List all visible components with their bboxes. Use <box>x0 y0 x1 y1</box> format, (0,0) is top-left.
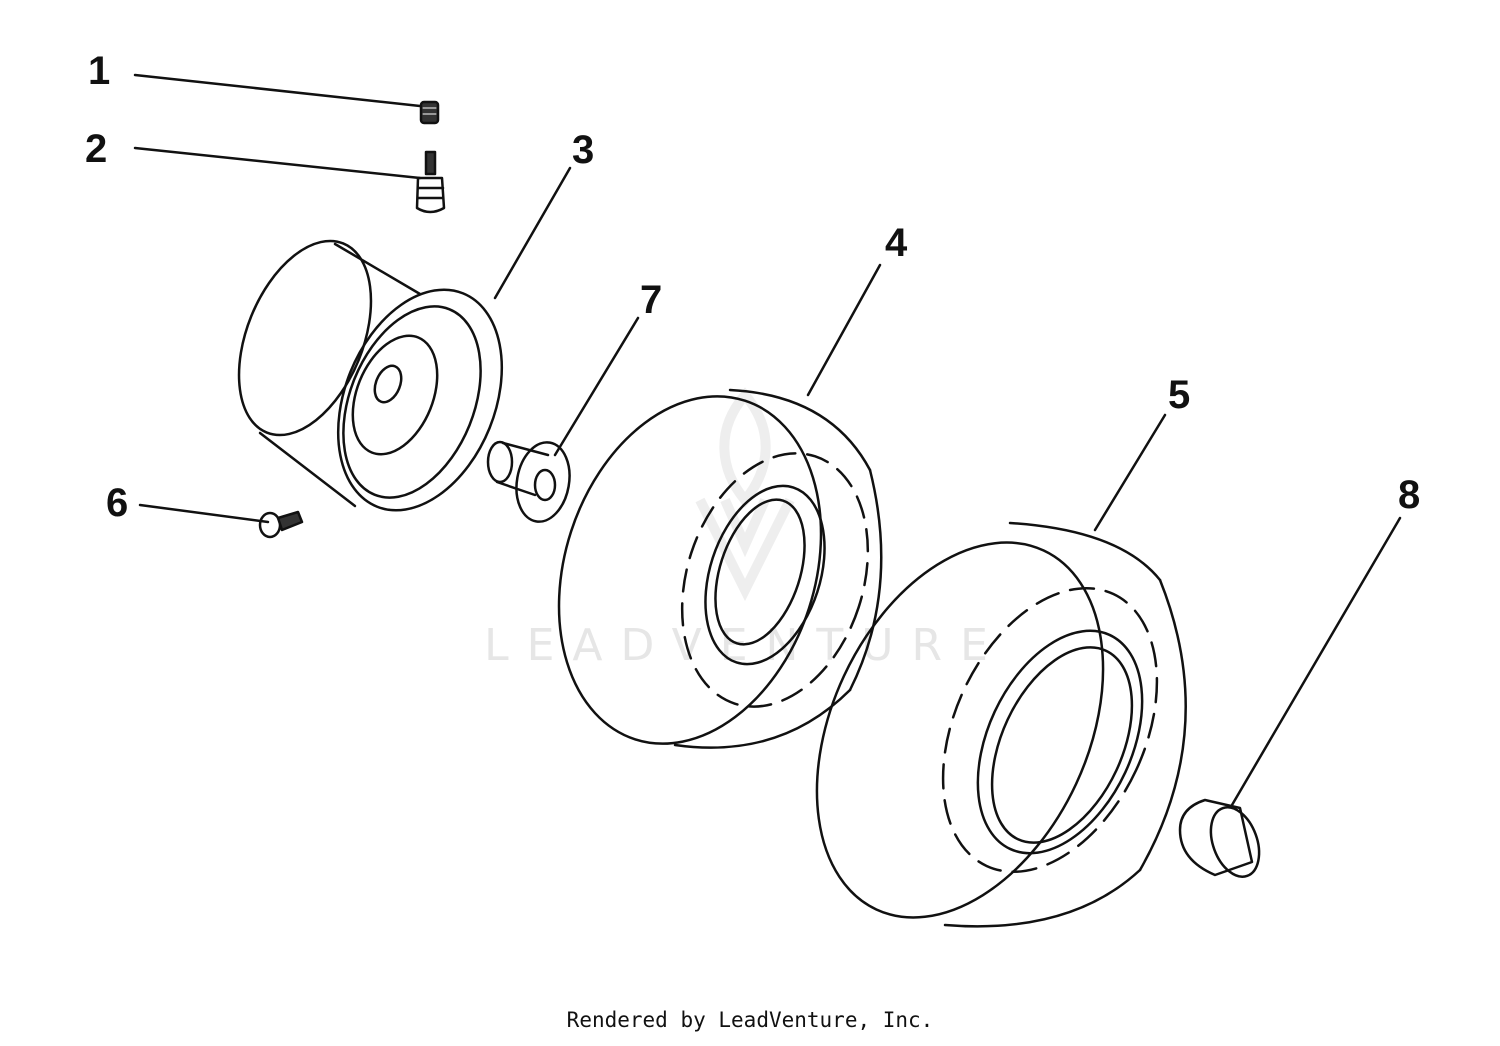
callout-6-label: 6 <box>106 481 128 525</box>
wheel-rim-part[interactable] <box>213 222 533 535</box>
callout-4-label: 4 <box>885 221 908 265</box>
valve-stem-part[interactable] <box>415 150 446 214</box>
bolt-part[interactable] <box>258 510 304 539</box>
callout-8-label: 8 <box>1398 473 1420 517</box>
callout-5-label: 5 <box>1168 373 1190 417</box>
watermark-logo-icon <box>695 387 795 602</box>
tire-rear-part[interactable] <box>760 496 1199 963</box>
callout-1-label: 1 <box>88 49 110 93</box>
tire-front-part[interactable] <box>516 362 899 778</box>
callout-2-label: 2 <box>85 127 107 171</box>
valve-cap-part[interactable] <box>419 100 440 125</box>
callout-7-label: 7 <box>640 278 662 322</box>
hub-cap-part[interactable] <box>1178 798 1268 883</box>
bushing-part[interactable] <box>486 438 576 526</box>
footer-credit: Rendered by LeadVenture, Inc. <box>566 1008 934 1032</box>
callout-3-label: 3 <box>572 128 594 172</box>
leader-lines <box>133 73 1402 807</box>
